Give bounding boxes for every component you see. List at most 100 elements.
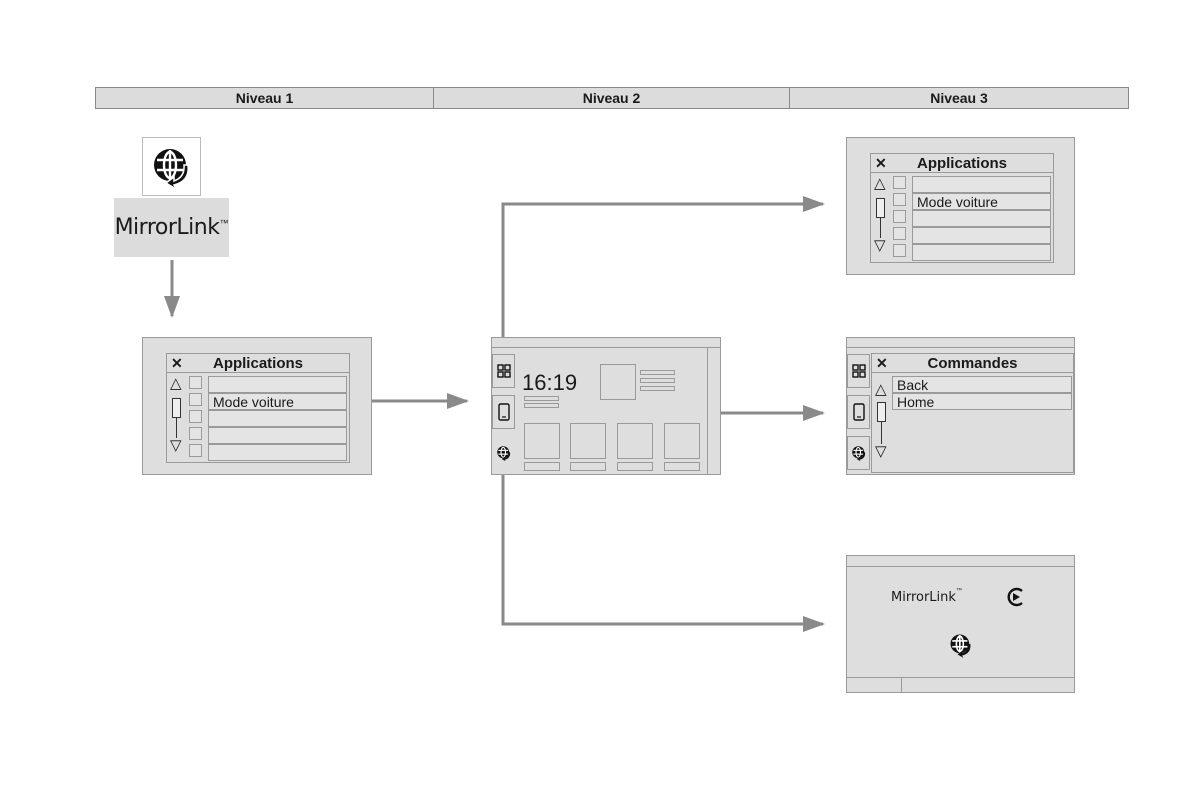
command-label: Back [897, 377, 929, 393]
list-item-checkbox[interactable] [189, 444, 202, 457]
list-item-checkbox[interactable] [189, 376, 202, 389]
shortcut-label [617, 462, 653, 471]
media-thumbnail[interactable] [600, 364, 636, 400]
clock-time: 16:19 [522, 370, 578, 395]
list-item[interactable] [912, 227, 1051, 244]
trademark: ™ [219, 217, 229, 228]
grid-apps-icon [496, 364, 511, 378]
list-item-checkbox[interactable] [893, 227, 906, 240]
side-apps-button[interactable] [847, 354, 870, 388]
shortcut-tile[interactable] [617, 423, 653, 459]
apps-list-header: ✕ Applications [167, 354, 349, 373]
mirrorlink-logo-text: MirrorLink [891, 590, 956, 605]
list-item-checkbox[interactable] [893, 244, 906, 257]
level1-apps-screen: ✕ Applications △ ▽ Mode voiture [142, 337, 372, 475]
mirrorlink-logo[interactable]: MirrorLink™ [891, 588, 962, 606]
apps-list-title: Applications [916, 154, 1007, 172]
top-strip [492, 338, 720, 348]
clock-subline [524, 403, 559, 408]
list-item-checkbox[interactable] [893, 176, 906, 189]
side-mirrorlink-button[interactable] [492, 436, 515, 470]
list-item-label: Mode voiture [917, 194, 998, 210]
globe-arrow-icon [153, 148, 189, 191]
shortcut-label [524, 462, 560, 471]
shortcut-label [570, 462, 606, 471]
list-item[interactable] [912, 210, 1051, 227]
play-connect-button[interactable] [1005, 586, 1027, 613]
commands-panel: ✕ Commandes △ ▽ Back Home [871, 353, 1074, 473]
close-icon[interactable]: ✕ [876, 355, 888, 371]
shortcut-tile[interactable] [570, 423, 606, 459]
level3-commands-screen: ✕ Commandes △ ▽ Back Home [846, 337, 1075, 475]
scroll-thumb[interactable] [876, 198, 885, 218]
header-label: Niveau 1 [235, 90, 294, 106]
list-item[interactable] [912, 244, 1051, 261]
header-niveau-3: Niveau 3 [789, 87, 1129, 109]
header-niveau-1: Niveau 1 [95, 87, 434, 109]
clock-subline [524, 396, 559, 401]
list-item[interactable] [208, 444, 347, 461]
side-phone-button[interactable] [847, 395, 870, 429]
commands-title: Commandes [927, 354, 1018, 372]
scroll-down-icon[interactable]: ▽ [170, 437, 182, 454]
list-item[interactable] [208, 376, 347, 393]
globe-arrow-icon [851, 446, 865, 462]
list-item[interactable] [208, 410, 347, 427]
header-niveau-2: Niveau 2 [433, 87, 790, 109]
list-item[interactable] [912, 176, 1051, 193]
media-line [640, 386, 675, 391]
scroll-thumb[interactable] [172, 398, 181, 418]
scroll-up-icon[interactable]: △ [875, 381, 887, 398]
list-item-label: Mode voiture [213, 394, 294, 410]
side-apps-button[interactable] [492, 354, 515, 388]
apps-list-panel: ✕ Applications △ ▽ Mode voiture [870, 153, 1054, 263]
arrow-mirrorlink-icon-to-screen [501, 462, 825, 632]
scroll-up-icon[interactable]: △ [170, 375, 182, 392]
list-item-checkbox[interactable] [893, 193, 906, 206]
media-line [640, 370, 675, 375]
scroll-up-icon[interactable]: △ [874, 175, 886, 192]
list-item-checkbox[interactable] [189, 427, 202, 440]
bottom-strip [847, 677, 1074, 678]
globe-arrow-icon [950, 634, 971, 658]
list-item-mode-voiture[interactable]: Mode voiture [208, 393, 347, 410]
close-icon[interactable]: ✕ [875, 155, 887, 171]
phone-icon [852, 403, 865, 421]
command-back[interactable]: Back [892, 376, 1072, 393]
top-strip [847, 338, 1074, 348]
header-label: Niveau 2 [582, 90, 641, 106]
list-item[interactable] [208, 427, 347, 444]
scroll-track [880, 218, 881, 238]
phone-icon [497, 403, 510, 421]
command-label: Home [897, 394, 935, 410]
apps-list-panel: ✕ Applications △ ▽ Mode voiture [166, 353, 350, 463]
grid-apps-icon [851, 364, 866, 378]
command-home[interactable]: Home [892, 393, 1072, 410]
mirrorlink-globe-button[interactable] [142, 137, 201, 196]
scroll-down-icon[interactable]: ▽ [874, 237, 886, 254]
level3-apps-screen: ✕ Applications △ ▽ Mode voiture [846, 137, 1075, 275]
list-item-checkbox[interactable] [893, 210, 906, 223]
mirrorlink-logo-text: MirrorLink [114, 215, 220, 240]
side-phone-button[interactable] [492, 395, 515, 429]
top-strip [847, 556, 1074, 567]
level2-home-screen: 16:19 [491, 337, 721, 475]
list-item-mode-voiture[interactable]: Mode voiture [912, 193, 1051, 210]
level3-mirrorlink-screen: MirrorLink™ [846, 555, 1075, 693]
scroll-thumb[interactable] [877, 402, 886, 422]
trademark: ™ [955, 588, 962, 594]
list-item-checkbox[interactable] [189, 410, 202, 423]
list-item-checkbox[interactable] [189, 393, 202, 406]
shortcut-tile[interactable] [664, 423, 700, 459]
shortcut-label [664, 462, 700, 471]
mirrorlink-globe-button[interactable] [947, 631, 975, 664]
scroll-down-icon[interactable]: ▽ [875, 443, 887, 460]
close-icon[interactable]: ✕ [171, 355, 183, 371]
shortcut-tile[interactable] [524, 423, 560, 459]
side-mirrorlink-button[interactable] [847, 436, 870, 470]
scroll-track [176, 418, 177, 438]
play-circle-icon [1007, 587, 1023, 607]
apps-list-header: ✕ Applications [871, 154, 1053, 173]
media-line [640, 378, 675, 383]
